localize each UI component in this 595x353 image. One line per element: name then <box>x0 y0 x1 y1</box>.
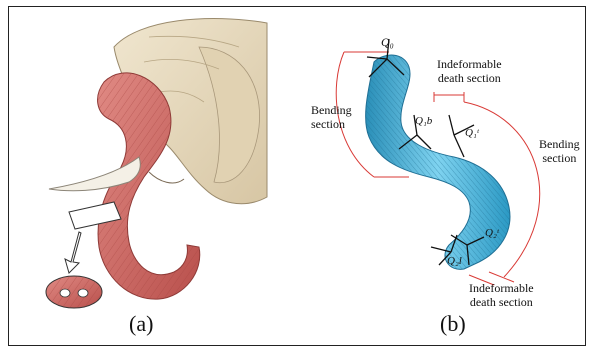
label-indeformable-bottom: Indeformable death section <box>469 281 534 309</box>
label-indeformable-top: Indeformable death section <box>437 57 502 85</box>
label-q2l: Q₂l <box>447 255 462 267</box>
label-q1b: Q₁b <box>415 115 432 127</box>
elephant-illustration <box>9 7 289 347</box>
panel-a: (a) <box>9 7 289 345</box>
label-bending-right: Bending section <box>539 137 580 165</box>
figure-frame: (a) <box>8 6 586 346</box>
label-q2t: Q₂ᵗ <box>485 227 499 239</box>
panel-b-label: (b) <box>440 311 466 337</box>
label-q1t: Q₁ᵗ <box>465 127 479 139</box>
label-q0: Q₀ <box>381 35 394 50</box>
label-bending-left: Bending section <box>311 103 352 131</box>
panel-a-label: (a) <box>129 311 153 337</box>
panel-b: Q₀ Q₁b Q₁ᵗ Q₂ᵗ Q₂l Bending section Indef… <box>289 7 587 345</box>
down-arrow <box>65 232 81 273</box>
